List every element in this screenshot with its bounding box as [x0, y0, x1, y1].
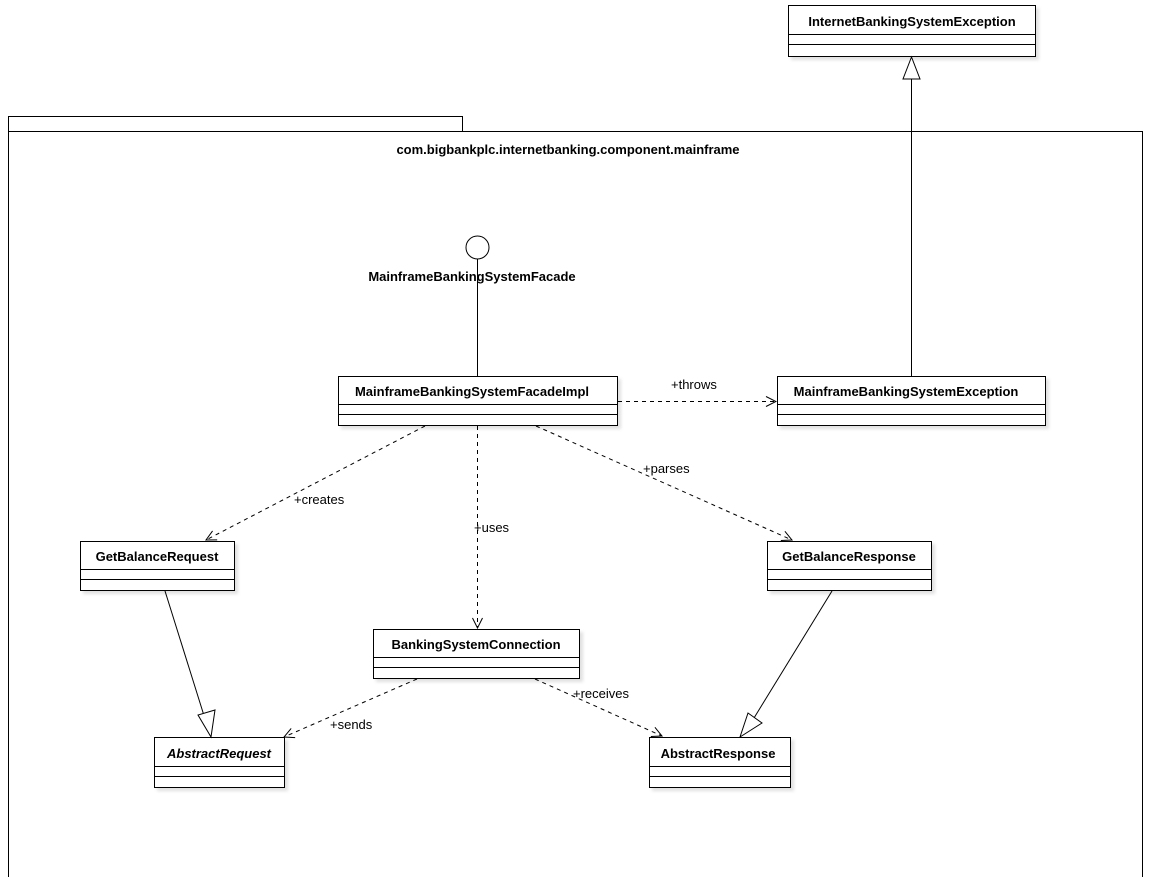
class-box [338, 376, 618, 426]
hollow-triangle-icon [197, 709, 216, 739]
relation-label-sends: +sends [330, 717, 373, 732]
class-name: MainframeBankingSystemFacadeImpl [355, 384, 589, 399]
class-box [80, 541, 235, 591]
class-internet-banking-system-exception[interactable] [788, 5, 1036, 57]
package-name: com.bigbankplc.internetbanking.component… [396, 142, 739, 157]
class-get-balance-request[interactable] [80, 541, 235, 591]
class-box [373, 629, 580, 679]
generalization-arrow [164, 590, 216, 739]
class-name: MainframeBankingSystemException [794, 384, 1019, 399]
class-name: AbstractRequest [166, 746, 272, 761]
relation-label-parses: +parses [643, 461, 690, 476]
class-box [767, 541, 932, 591]
hollow-triangle-icon [739, 712, 763, 739]
interface-mainframe-banking-system-facade[interactable]: MainframeBankingSystemFacade [368, 235, 576, 284]
relation-label-receives: +receives [573, 686, 629, 701]
class-abstract-response[interactable] [649, 737, 791, 788]
class-box [154, 737, 285, 788]
generalization-arrow [739, 590, 833, 739]
dependency-creates [206, 425, 426, 540]
class-name: GetBalanceRequest [96, 549, 219, 564]
class-abstract-request[interactable] [154, 737, 285, 788]
class-box [649, 737, 791, 788]
relation-label-creates: +creates [294, 492, 345, 507]
class-name: InternetBankingSystemException [808, 14, 1015, 29]
dependency-sends [284, 678, 418, 737]
interface-name: MainframeBankingSystemFacade [368, 269, 575, 284]
class-name: AbstractResponse [661, 746, 776, 761]
class-name: GetBalanceResponse [782, 549, 916, 564]
class-box [777, 376, 1046, 426]
dependency-parses [535, 425, 792, 540]
class-name: BankingSystemConnection [391, 637, 560, 652]
class-mainframe-banking-system-exception[interactable] [777, 376, 1046, 426]
generalization-arrow [902, 55, 921, 376]
class-banking-system-connection[interactable] [373, 629, 580, 679]
class-box [788, 5, 1036, 57]
relation-label-uses: +uses [474, 520, 510, 535]
relation-label-throws: +throws [671, 377, 717, 392]
class-get-balance-response[interactable] [767, 541, 932, 591]
hollow-triangle-icon [902, 55, 921, 80]
package-tab [8, 116, 463, 132]
interface-circle-icon [465, 235, 490, 260]
class-mainframe-banking-system-facade-impl[interactable] [338, 376, 618, 426]
